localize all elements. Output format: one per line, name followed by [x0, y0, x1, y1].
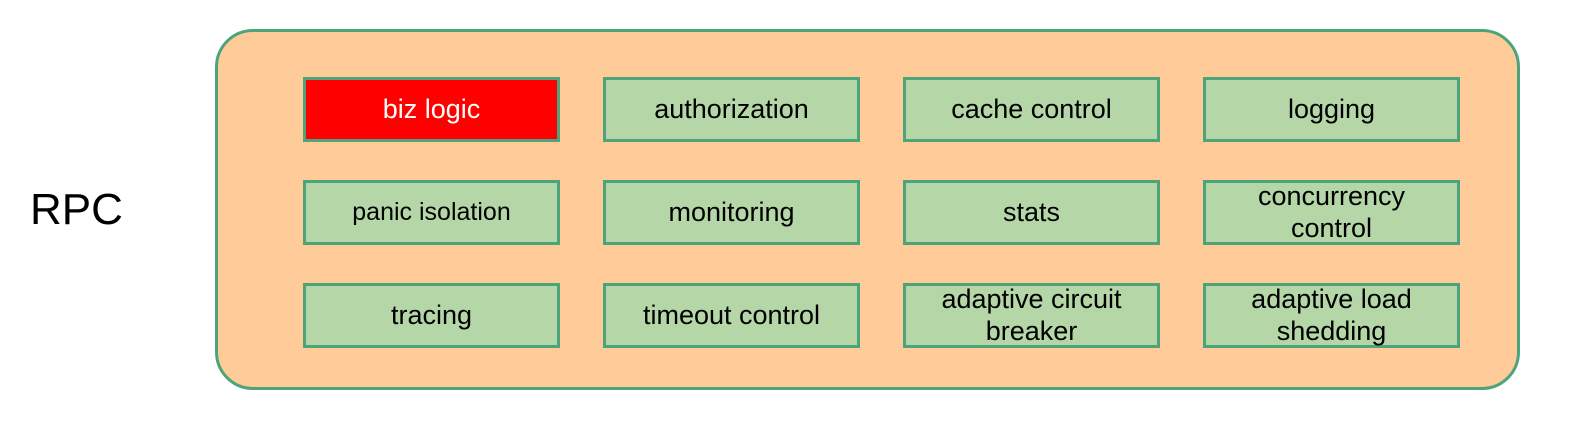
module-box-authorization[interactable]: authorization [603, 77, 860, 142]
rpc-group-label: RPC [30, 185, 123, 234]
module-box-label: panic isolation [352, 198, 510, 227]
module-label-line: cache control [951, 93, 1112, 124]
module-box-monitoring[interactable]: monitoring [603, 180, 860, 245]
module-label-line: breaker [985, 315, 1078, 346]
module-box-logging[interactable]: logging [1203, 77, 1460, 142]
module-box-stats[interactable]: stats [903, 180, 1160, 245]
module-box-panic-isolation[interactable]: panic isolation [303, 180, 560, 245]
rpc-module-container: biz logic authorization cache control loggi… [215, 29, 1520, 390]
module-label-line: tracing [390, 299, 473, 330]
module-label-line: timeout control [642, 299, 821, 330]
module-box-label: cache control [951, 94, 1112, 125]
module-box-label: authorization [654, 94, 809, 125]
module-label-line: adaptive circuit [941, 284, 1122, 315]
module-label-line: monitoring [668, 196, 795, 227]
module-box-label: timeout control [643, 300, 820, 331]
module-label-line: authorization [654, 93, 809, 124]
module-box-timeout-control[interactable]: timeout control [603, 283, 860, 348]
module-box-cache-control[interactable]: cache control [903, 77, 1160, 142]
module-label-line: concurrency [1257, 181, 1406, 212]
module-box-label: monitoring [668, 197, 794, 228]
module-label-line: biz logic [382, 93, 481, 124]
module-label-line: stats [1002, 196, 1061, 227]
module-label-line: panic isolation [352, 198, 511, 226]
module-box-label: logging [1288, 94, 1375, 125]
module-label-line: logging [1287, 93, 1376, 124]
module-box-biz-logic[interactable]: biz logic [303, 77, 560, 142]
module-box-label: biz logic [383, 94, 481, 125]
module-label-line: shedding [1276, 315, 1387, 346]
module-box-label: tracing [391, 300, 472, 331]
module-box-tracing[interactable]: tracing [303, 283, 560, 348]
module-grid: biz logic authorization cache control loggi… [303, 77, 1460, 348]
module-label-line: control [1290, 212, 1373, 243]
module-box-label: stats [1003, 197, 1060, 228]
module-label-line: adaptive load [1251, 284, 1412, 315]
